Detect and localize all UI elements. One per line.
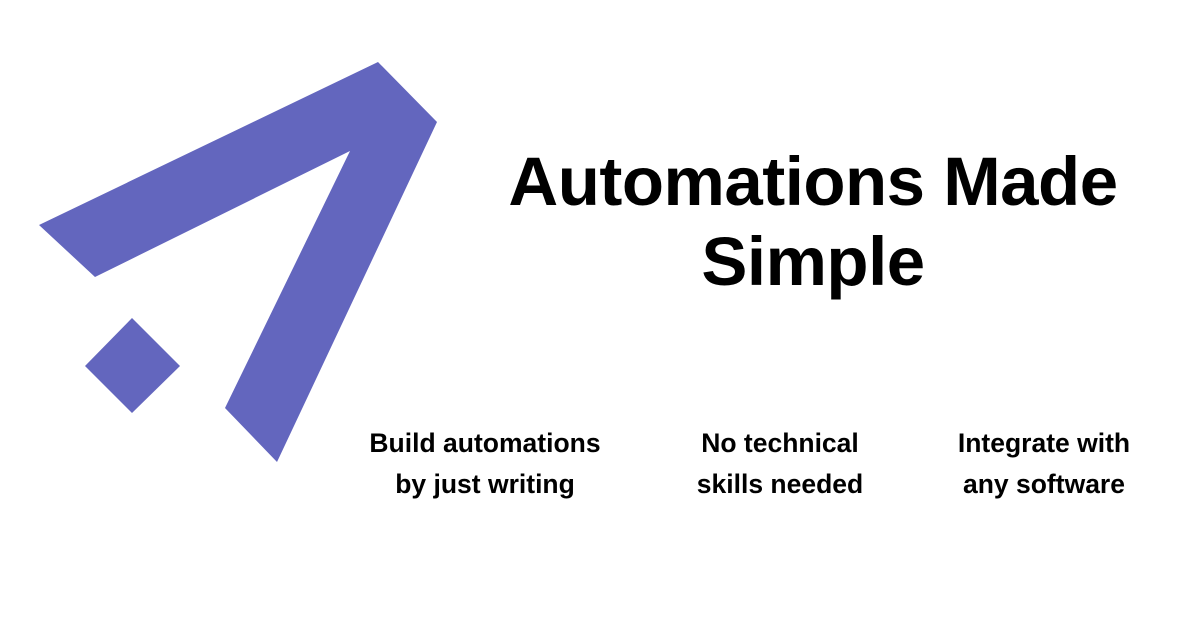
brand-logo xyxy=(0,0,470,500)
feature-item-no-technical-skills: No technical skills needed xyxy=(696,428,864,500)
feature-item-build-automations: Build automations by just writing xyxy=(369,428,601,500)
arrow-cursor-icon xyxy=(39,62,437,462)
feature-item-integrate-any-software: Integrate with any software xyxy=(957,428,1131,500)
diamond-icon xyxy=(85,318,180,413)
feature-list: Build automations by just writing No tec… xyxy=(340,423,1158,505)
page-title: Automations Made Simple xyxy=(508,143,1118,301)
